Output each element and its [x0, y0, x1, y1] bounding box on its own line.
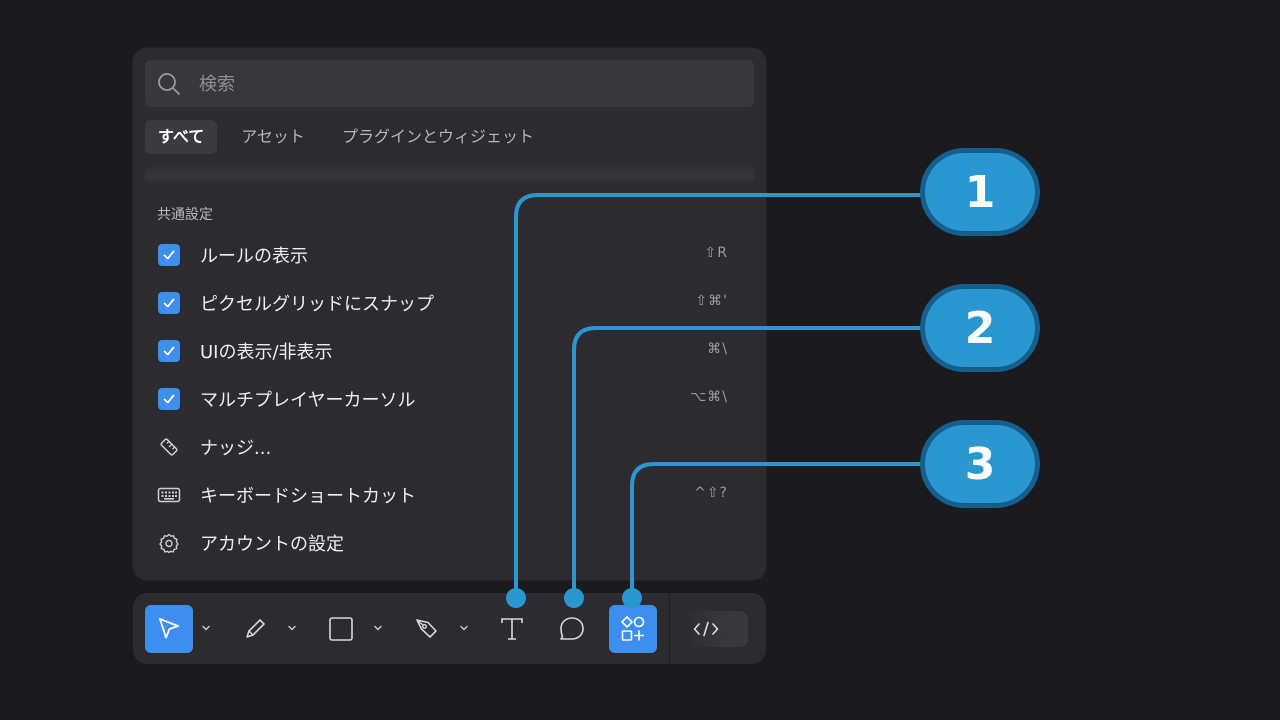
actions-tool-button[interactable]	[609, 605, 657, 653]
keyboard-shortcut: ⇧⌘'	[695, 293, 728, 309]
tab-all[interactable]: すべて	[145, 120, 218, 154]
keyboard-shortcut: ⇧R	[704, 245, 728, 261]
checkbox-checked-icon[interactable]	[157, 387, 181, 411]
search-icon	[158, 73, 180, 95]
menu-item-show-rulers[interactable]: ルールの表示 ⇧R	[149, 235, 750, 275]
keyboard-shortcut: ⌥⌘\	[690, 389, 728, 405]
menu-item-keyboard-shortcuts[interactable]: キーボードショートカット ^⇧?	[149, 475, 750, 515]
menu-item-label: アカウントの設定	[200, 534, 344, 555]
chevron-down-icon[interactable]	[373, 623, 383, 633]
menu-item-multiplayer-cursors[interactable]: マルチプレイヤーカーソル ⌥⌘\	[149, 379, 750, 419]
menu-item-label: ピクセルグリッドにスナップ	[200, 294, 434, 315]
callout-badge-1: 1	[920, 148, 1040, 236]
chevron-down-icon[interactable]	[459, 623, 469, 633]
bottom-toolbar	[133, 593, 766, 664]
menu-item-label: ルールの表示	[200, 246, 308, 267]
keyboard-shortcut: ^⇧?	[694, 485, 728, 501]
chevron-down-icon[interactable]	[201, 623, 211, 633]
search-box[interactable]	[145, 60, 754, 107]
pen-nib-icon	[416, 619, 437, 638]
move-tool-button[interactable]	[145, 605, 193, 653]
search-input[interactable]	[197, 68, 741, 100]
tab-assets[interactable]: アセット	[241, 127, 305, 146]
shapes-plus-icon	[621, 616, 645, 641]
toolbar-divider	[669, 593, 670, 664]
code-brackets-icon	[693, 621, 719, 637]
rectangle-tool-button[interactable]	[317, 605, 365, 653]
blurred-divider	[145, 168, 754, 182]
checkbox-checked-icon[interactable]	[157, 291, 181, 315]
dev-mode-toggle[interactable]	[686, 611, 748, 647]
text-tool-button[interactable]	[488, 605, 536, 653]
menu-item-label: キーボードショートカット	[200, 486, 416, 507]
rectangle-icon	[329, 617, 353, 641]
menu-item-label: ナッジ...	[200, 438, 272, 459]
tab-bar: すべて アセット プラグインとウィジェット	[145, 120, 558, 156]
menu-item-account-settings[interactable]: アカウントの設定	[149, 523, 750, 563]
callout-badge-2: 2	[920, 284, 1040, 372]
section-title: 共通設定	[157, 207, 213, 223]
pen-tool-button[interactable]	[403, 605, 451, 653]
pencil-icon	[246, 619, 265, 638]
menu-item-toggle-ui[interactable]: UIの表示/非表示 ⌘\	[149, 331, 750, 371]
menu-item-label: マルチプレイヤーカーソル	[200, 390, 416, 411]
quick-actions-panel: すべて アセット プラグインとウィジェット 共通設定 ルールの表示 ⇧R ピクセ…	[133, 48, 766, 580]
cursor-arrow-icon	[159, 618, 179, 639]
chevron-down-icon[interactable]	[287, 623, 297, 633]
callout-badge-3: 3	[920, 420, 1040, 508]
menu-item-snap-pixel-grid[interactable]: ピクセルグリッドにスナップ ⇧⌘'	[149, 283, 750, 323]
text-t-icon	[501, 618, 523, 640]
keyboard-shortcut: ⌘\	[707, 341, 728, 357]
menu-item-nudge[interactable]: ナッジ...	[149, 427, 750, 467]
gear-icon	[157, 531, 181, 555]
checkbox-checked-icon[interactable]	[157, 339, 181, 363]
nudge-icon	[157, 435, 181, 459]
pencil-tool-button[interactable]	[231, 605, 279, 653]
menu-item-label: UIの表示/非表示	[200, 342, 333, 363]
comment-bubble-icon	[560, 617, 584, 640]
checkbox-checked-icon[interactable]	[157, 243, 181, 267]
tab-plugins-widgets[interactable]: プラグインとウィジェット	[341, 127, 534, 146]
comment-tool-button[interactable]	[548, 605, 596, 653]
keyboard-icon	[157, 483, 181, 507]
